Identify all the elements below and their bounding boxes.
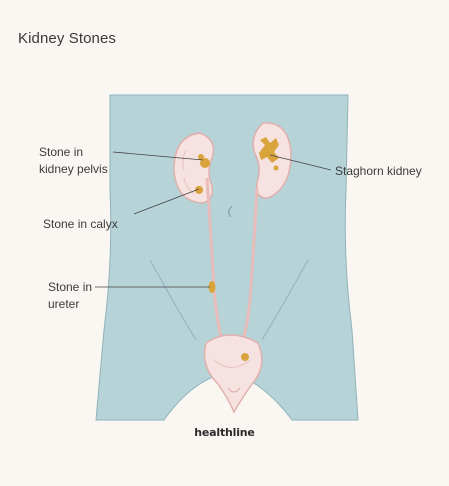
label-staghorn-kidney: Staghorn kidney [335,163,422,180]
diagram-title: Kidney Stones [18,30,116,47]
bladder [205,335,262,412]
label-stone-kidney-pelvis: Stone in kidney pelvis [39,144,108,178]
label-stone-ureter: Stone in ureter [48,279,92,313]
brand-logo: healthline [0,426,449,439]
label-ureter-line1: Stone in [48,279,92,296]
label-stone-calyx: Stone in calyx [43,216,118,233]
label-kidney-pelvis-line2: kidney pelvis [39,161,108,178]
label-kidney-pelvis-line1: Stone in [39,144,108,161]
label-ureter-line2: ureter [48,296,92,313]
